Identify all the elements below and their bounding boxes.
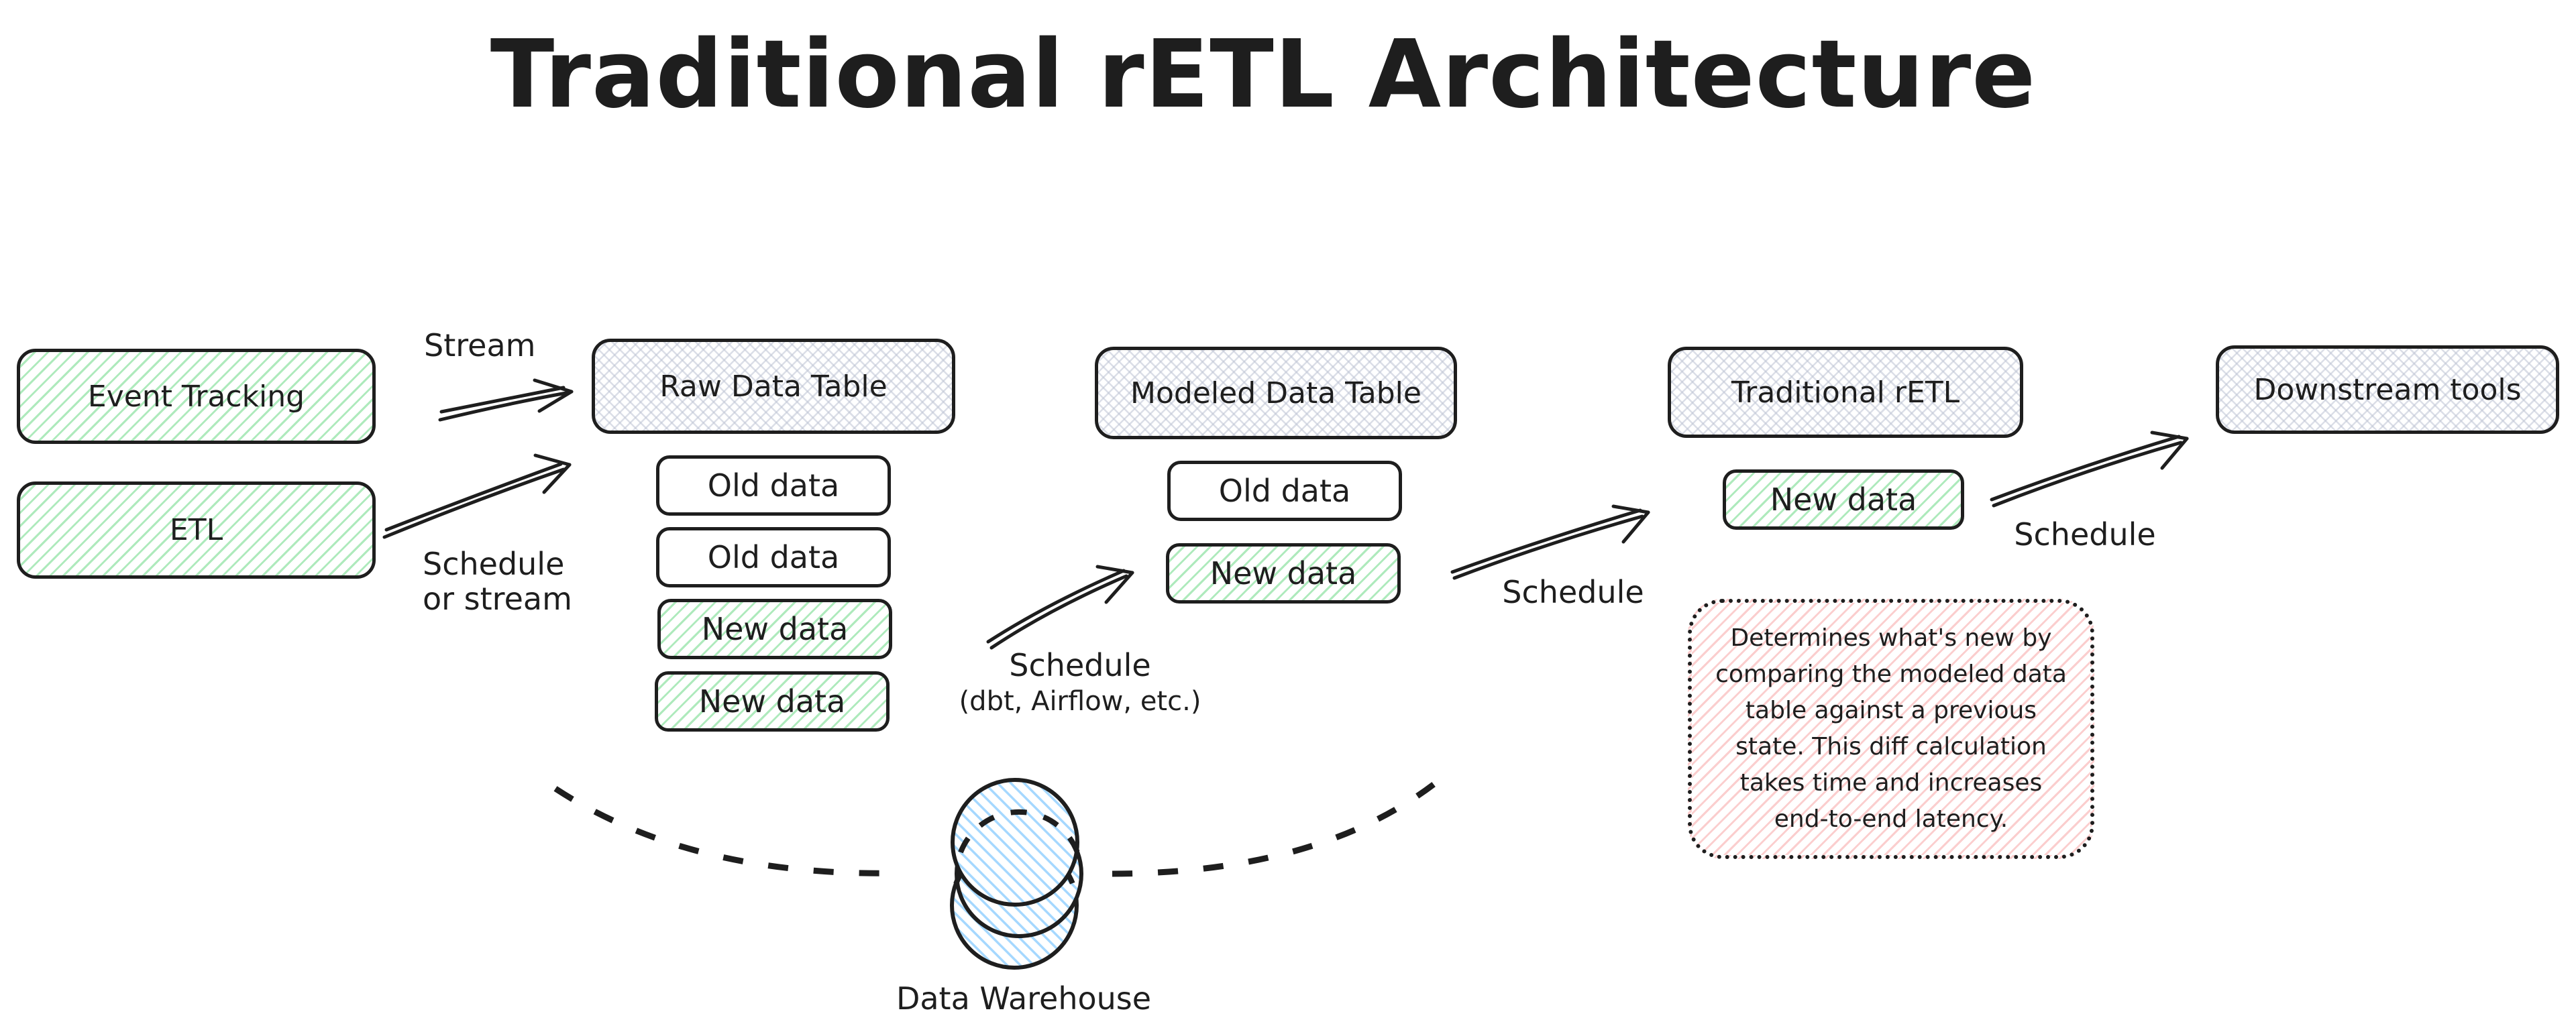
- note-line: takes time and increases: [1739, 769, 2043, 797]
- downstream-tools-node: Downstream tools: [2216, 345, 2559, 434]
- row-label: New data: [1770, 481, 1917, 518]
- modeled-table-row-old: Old data: [1167, 461, 1402, 521]
- raw-data-table-title: Raw Data Table: [659, 369, 888, 404]
- row-label: New data: [698, 683, 846, 720]
- event-tracking-node: Event Tracking: [17, 349, 376, 444]
- note-line: end-to-end latency.: [1774, 805, 2008, 833]
- event-tracking-label: Event Tracking: [87, 379, 305, 414]
- raw-table-row-new-2: New data: [655, 671, 890, 732]
- data-warehouse-label: Data Warehouse: [896, 980, 1152, 1017]
- arrow-raw-to-modeled: [986, 565, 1134, 650]
- row-label: Old data: [1218, 473, 1351, 509]
- modeled-data-table-title: Modeled Data Table: [1130, 376, 1421, 410]
- modeled-data-table-header: Modeled Data Table: [1095, 347, 1457, 439]
- note-line: state. This diff calculation: [1735, 733, 2047, 760]
- note-box: Determines what's new by comparing the m…: [1688, 599, 2094, 859]
- downstream-tools-title: Downstream tools: [2253, 372, 2522, 407]
- raw-table-row-old-1: Old data: [656, 455, 891, 516]
- row-label: New data: [701, 611, 849, 647]
- raw-data-table-header: Raw Data Table: [592, 339, 955, 434]
- label-line: Schedule: [1009, 647, 1151, 683]
- raw-table-row-old-2: Old data: [656, 527, 891, 587]
- etl-node: ETL: [17, 481, 376, 579]
- label-line: or stream: [423, 581, 572, 617]
- label-stream: Stream: [424, 327, 536, 363]
- arrow-event-tracking-to-raw-table: [438, 378, 574, 422]
- traditional-retl-title: Traditional rETL: [1731, 375, 1960, 410]
- warehouse-dashed-arc-left: [553, 786, 900, 876]
- label-schedule-retl-to-downstream: Schedule: [2014, 516, 2156, 553]
- arrow-retl-to-downstream: [1990, 431, 2189, 508]
- row-label: New data: [1210, 555, 1357, 591]
- etl-label: ETL: [169, 513, 223, 547]
- warehouse-dashed-arc-right: [1112, 774, 1446, 877]
- data-warehouse-icon: [950, 778, 1083, 970]
- row-label: Old data: [707, 467, 840, 504]
- diagram-title: Traditional rETL Architecture: [490, 20, 2037, 129]
- modeled-table-row-new: New data: [1166, 543, 1401, 604]
- label-schedule-or-stream: Schedule or stream: [423, 547, 572, 616]
- note-line: table against a previous: [1745, 697, 2037, 724]
- label-schedule-modeled-to-retl: Schedule: [1502, 574, 1644, 610]
- label-line: Schedule: [423, 546, 565, 582]
- label-schedule-dbt: Schedule (dbt, Airflow, etc.): [959, 647, 1201, 720]
- raw-table-row-new-1: New data: [657, 599, 892, 659]
- traditional-retl-node: Traditional rETL: [1668, 347, 2023, 438]
- note-line: comparing the modeled data: [1715, 661, 2067, 688]
- row-label: Old data: [707, 539, 840, 575]
- label-line: (dbt, Airflow, etc.): [959, 686, 1201, 717]
- retl-new-data-row: New data: [1723, 469, 1964, 530]
- note-line: Determines what's new by: [1730, 624, 2052, 652]
- arrow-etl-to-raw-table: [382, 453, 572, 539]
- arrow-modeled-to-retl: [1450, 504, 1650, 580]
